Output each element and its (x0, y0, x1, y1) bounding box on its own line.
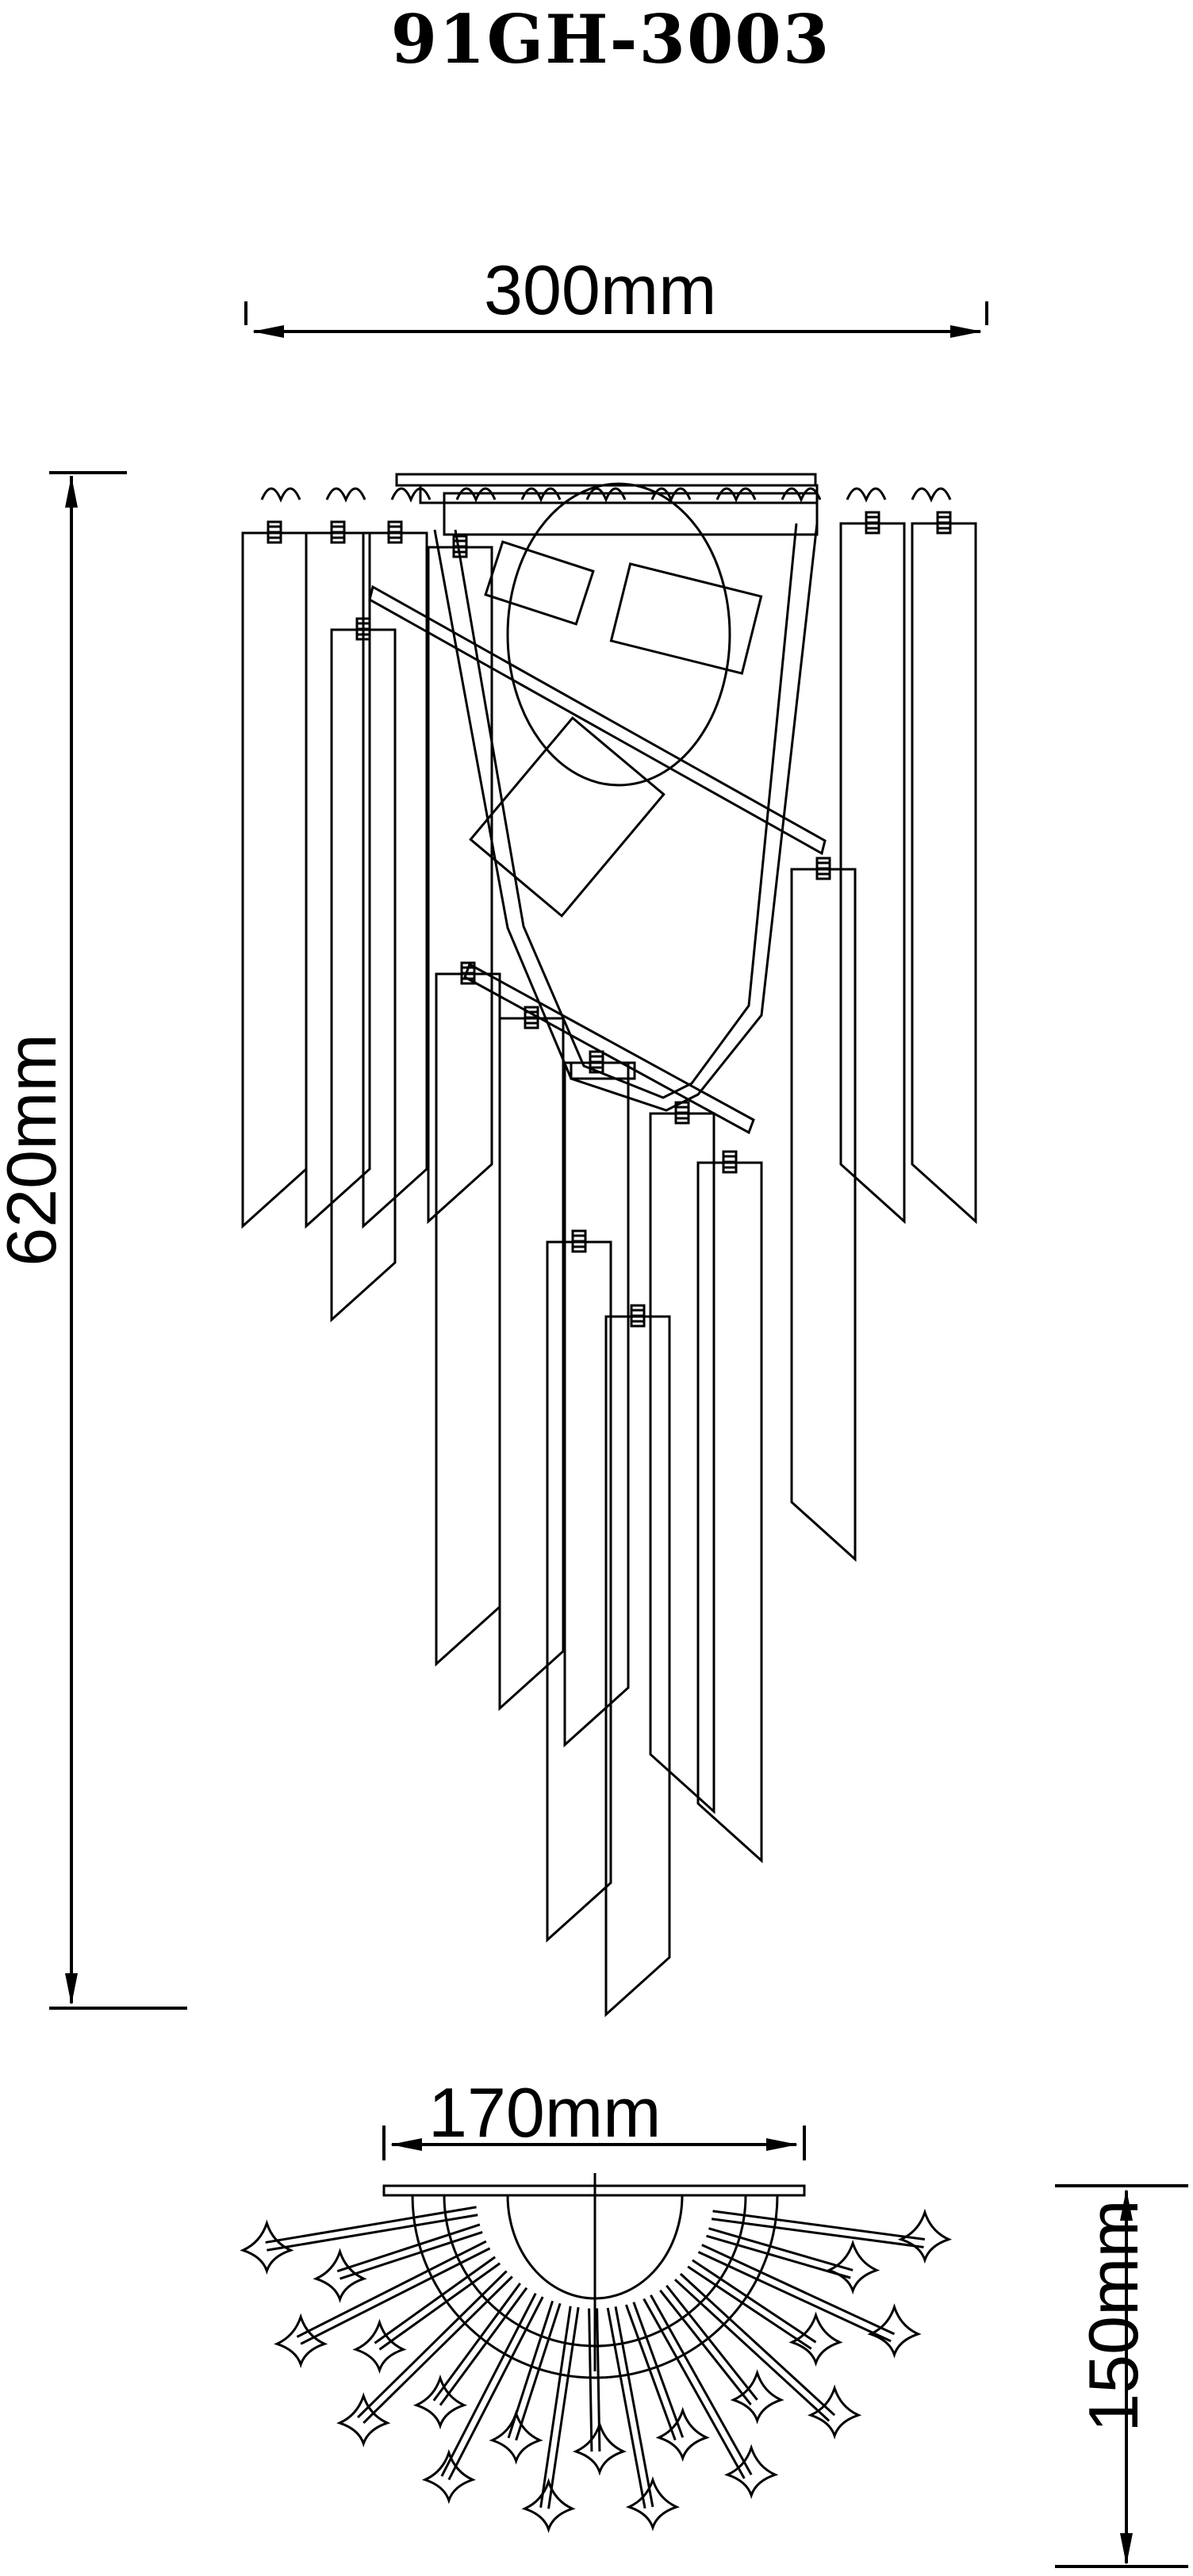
crystal-tip (521, 2478, 576, 2533)
crystal-tip (313, 2248, 367, 2303)
prism-clip (267, 520, 282, 544)
prism-clip (630, 1304, 646, 1328)
crystal-ray (447, 2296, 544, 2481)
prism-clip (815, 857, 831, 880)
crystal-ray (650, 2294, 753, 2476)
crystal-ray (679, 2272, 836, 2417)
crystal-tip (421, 2448, 476, 2505)
prism-clip (355, 617, 371, 641)
crystal-ray (300, 2247, 491, 2345)
crystal-prism (911, 522, 977, 1225)
drawing-title: 91GH-3003 (390, 0, 831, 79)
crystal-tip (807, 2384, 862, 2440)
wire-hook (325, 487, 366, 503)
prism-clip (571, 1229, 587, 1253)
crystal-ray (363, 2275, 513, 2425)
crystal-ray (515, 2302, 562, 2441)
crystal-tip (730, 2369, 784, 2425)
prism-clip (674, 1101, 690, 1125)
crystal-ray (267, 2214, 478, 2252)
crystal-prism (330, 628, 397, 1323)
crystal-tip (240, 2219, 294, 2275)
crystal-prism (427, 546, 493, 1225)
wire-hook (455, 487, 497, 503)
crystal-tip (724, 2444, 779, 2500)
crystal-prism (546, 1240, 612, 1943)
dimension-width-top (244, 301, 988, 338)
height-left-label: 620mm (0, 1033, 71, 1267)
dimension-height-left (49, 471, 187, 2010)
crystal-tip (489, 2409, 543, 2465)
crystal-ray (632, 2302, 685, 2438)
prism-clip (387, 520, 403, 544)
prism-clip (865, 511, 880, 535)
crystal-tip (826, 2239, 880, 2295)
crystal-prism (604, 1315, 671, 2018)
top-view-sconce (240, 2173, 953, 2533)
wire-hook (585, 487, 627, 503)
prism-clip (460, 961, 476, 985)
crystal-tip (625, 2476, 681, 2532)
crystal-ray (701, 2244, 896, 2336)
crystal-prism (563, 1061, 630, 1748)
prism-clip (589, 1050, 604, 1074)
wire-hook (520, 487, 562, 503)
crystal-prism (435, 972, 501, 1667)
wire-hook (650, 487, 692, 503)
crystal-prism (305, 531, 371, 1229)
crystal-ray (692, 2259, 817, 2344)
crystal-prism (241, 531, 308, 1229)
depth-right-label: 150mm (1074, 2199, 1153, 2432)
crystal-ray (547, 2306, 580, 2509)
crystal-prism (790, 868, 857, 1562)
prism-clip (524, 1006, 539, 1029)
crystal-ray (439, 2287, 528, 2406)
crystal-ray (339, 2230, 483, 2280)
wire-hook (846, 487, 887, 503)
prism-clip (936, 511, 952, 535)
prism-clip (722, 1150, 738, 1174)
width-bottom-label: 170mm (428, 2073, 662, 2152)
crystal-tip (336, 2392, 391, 2448)
crystal-tip (788, 2311, 843, 2367)
prism-clip (330, 520, 346, 544)
width-top-label: 300mm (484, 251, 717, 329)
crystal-ray (378, 2262, 501, 2351)
crystal-prism (362, 531, 428, 1229)
crystal-tip (572, 2421, 627, 2476)
wire-hook (260, 487, 301, 503)
front-view-sconce (241, 473, 977, 2018)
wire-hook (911, 487, 952, 503)
crystal-prism (696, 1161, 763, 1864)
crystal-prism (498, 1017, 565, 1712)
crystal-tip (274, 2313, 328, 2369)
crystal-ray (712, 2210, 926, 2241)
crystal-tip (867, 2303, 922, 2359)
crystal-tip (655, 2406, 710, 2463)
wire-hook (715, 487, 757, 503)
dimension-width-bottom (382, 2126, 806, 2160)
crystal-tip (412, 2374, 468, 2430)
wire-hook (781, 487, 822, 503)
dimension-depth-right (1055, 2184, 1188, 2568)
crystal-tip (897, 2208, 953, 2264)
crystal-ray (708, 2227, 854, 2271)
crystal-ray (614, 2306, 654, 2508)
crystal-prism (649, 1112, 715, 1815)
wire-hook (390, 487, 432, 503)
crystal-tip (352, 2318, 407, 2375)
crystal-ray (666, 2284, 758, 2401)
crystal-prism (839, 522, 906, 1225)
